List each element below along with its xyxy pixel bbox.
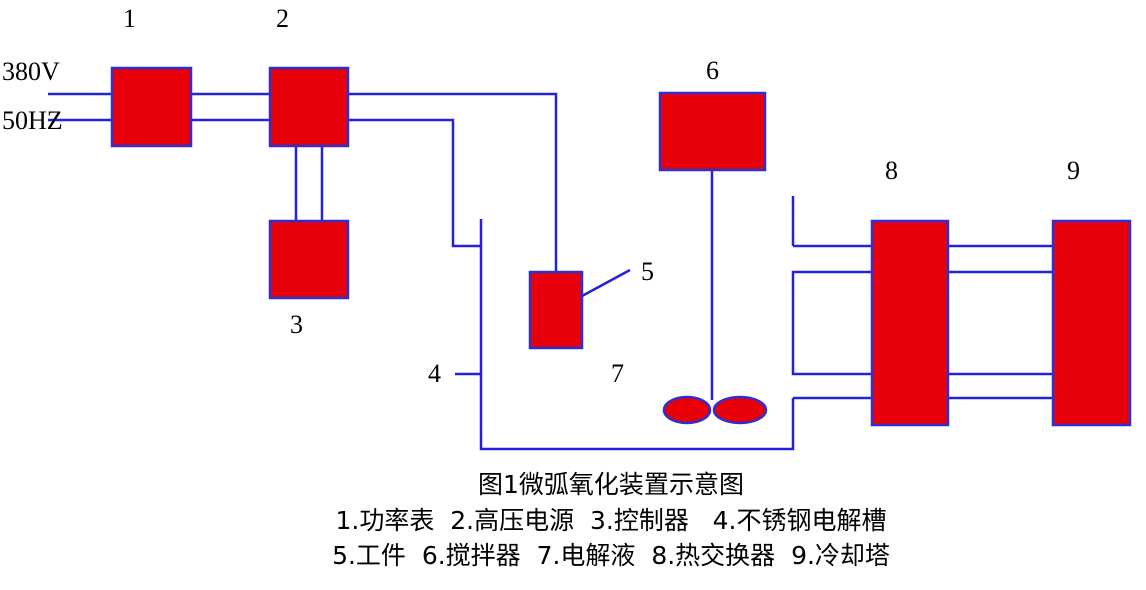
number-2-label: 2: [276, 4, 289, 33]
workpiece-box: [528, 270, 584, 350]
stirrer-motor-box: [658, 91, 767, 172]
number-3-label: 3: [290, 310, 303, 339]
figure-title: 图1微弧氧化装置示意图: [478, 470, 744, 499]
number-7-label: 7: [611, 359, 624, 388]
legend-line-1: 1.功率表 2.高压电源 3.控制器 4.不锈钢电解槽: [335, 506, 886, 535]
voltage-label: 380V: [2, 57, 60, 86]
frequency-label: 50HZ: [2, 106, 63, 135]
wire-2-tank: [348, 118, 481, 248]
number-5-label: 5: [641, 257, 654, 286]
number-4-label: 4: [428, 359, 441, 388]
controller-box: [268, 219, 350, 300]
heat-exchanger-box: [870, 219, 950, 427]
stirrer-blade-right: [712, 395, 768, 425]
pipe-b: [791, 270, 872, 376]
wire-2-workpiece: [348, 92, 558, 272]
leader-5: [581, 268, 631, 298]
electrolytic-tank: [479, 219, 795, 451]
legend-line-2: 5.工件 6.搅拌器 7.电解液 8.热交换器 9.冷却塔: [332, 541, 890, 570]
hv-power-supply-box: [268, 66, 350, 148]
number-8-label: 8: [885, 156, 898, 185]
power-meter-box: [110, 66, 193, 148]
number-1-label: 1: [123, 4, 136, 33]
number-9-label: 9: [1067, 156, 1080, 185]
number-6-label: 6: [706, 56, 719, 85]
cooling-tower-box: [1051, 219, 1132, 427]
stirrer-blade-left: [662, 395, 712, 425]
